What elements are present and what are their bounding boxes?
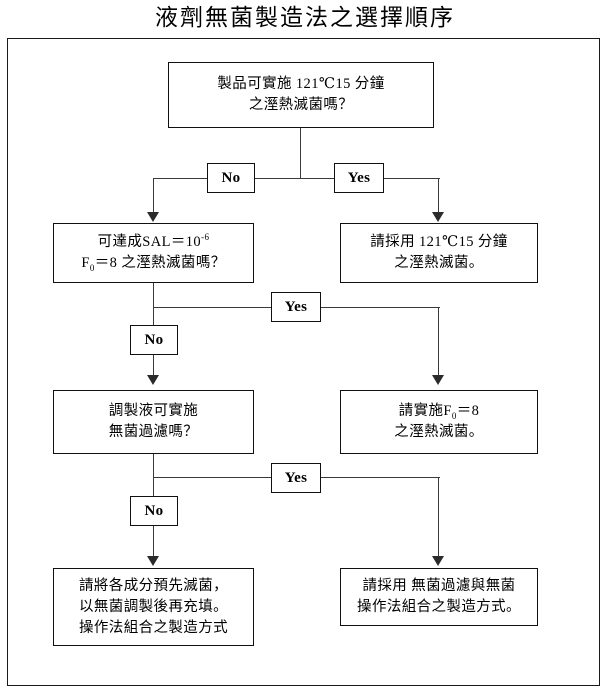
connector-yes2-drop xyxy=(438,307,439,377)
node-answer-2-subscript: 0 xyxy=(451,410,457,421)
node-answer-3-line-1: 請將各成分預先滅菌， xyxy=(79,577,228,594)
node-question-1-line-1: 製品可實施 121℃15 分鐘 xyxy=(217,76,385,92)
node-question-1-line-2: 之溼熱滅菌嗎？ xyxy=(248,97,354,113)
node-question-3-line-1: 調製液可實施 xyxy=(108,403,199,419)
page-title: 液劑無菌製造法之選擇順序 xyxy=(155,5,455,30)
node-answer-2[interactable]: 請實施F0＝8 之溼熱滅菌。 xyxy=(340,390,538,454)
connector-q1-stem xyxy=(300,128,301,178)
arrowhead-yes2 xyxy=(432,375,444,385)
edge-label-no-1[interactable]: No xyxy=(207,163,255,193)
edge-label-yes-1-text: Yes xyxy=(347,169,371,186)
arrowhead-no3 xyxy=(147,556,159,566)
edge-label-no-2[interactable]: No xyxy=(130,325,178,355)
edge-label-no-3[interactable]: No xyxy=(130,496,178,526)
connector-yes3-drop xyxy=(438,477,439,558)
node-question-2-line-1-text: 可達成SAL＝10 xyxy=(97,234,202,250)
arrowhead-yes3 xyxy=(432,556,444,566)
node-question-2-exponent: -6 xyxy=(201,232,210,243)
node-question-2-line-2: F0＝8 之溼熱滅菌嗎？ xyxy=(81,253,225,274)
connector-no2-upper xyxy=(153,307,154,325)
node-answer-3[interactable]: 請將各成分預先滅菌， 以無菌調製後再充填。 操作法組合之製造方式 xyxy=(53,568,254,646)
node-answer-3-line-2: 以無菌調製後再充填。 xyxy=(79,598,228,615)
node-answer-1[interactable]: 請採用 121℃15 分鐘 之溼熱滅菌。 xyxy=(340,223,538,283)
node-answer-2-line-1: 請實施F0＝8 xyxy=(399,401,480,422)
connector-yes1-drop xyxy=(438,178,439,215)
node-question-2-line-1: 可達成SAL＝10-6 xyxy=(98,232,210,253)
node-question-3[interactable]: 調製液可實施 無菌過濾嗎？ xyxy=(53,390,254,454)
diagram-frame xyxy=(7,38,600,686)
arrowhead-no2 xyxy=(147,375,159,385)
node-answer-4-line-1: 請採用 無菌過濾與無菌 xyxy=(362,578,516,594)
node-question-2-subscript: 0 xyxy=(89,262,95,273)
edge-label-no-3-text: No xyxy=(144,502,164,519)
node-answer-1-line-1: 請採用 121℃15 分鐘 xyxy=(370,234,508,250)
edge-label-yes-2[interactable]: Yes xyxy=(271,292,321,322)
edge-label-no-1-text: No xyxy=(221,169,241,186)
arrowhead-yes1 xyxy=(432,212,444,222)
arrowhead-no1 xyxy=(147,212,159,222)
connector-no3-lower xyxy=(153,526,154,558)
node-question-2-line-2-pre: F xyxy=(81,255,90,271)
node-answer-2-line-1-pre: 請實施F xyxy=(398,403,452,419)
edge-label-yes-3[interactable]: Yes xyxy=(271,463,321,493)
connector-no1-drop xyxy=(153,178,154,215)
edge-label-no-2-text: No xyxy=(144,331,164,348)
node-question-3-line-2: 無菌過濾嗎？ xyxy=(108,424,199,440)
node-answer-4[interactable]: 請採用 無菌過濾與無菌 操作法組合之製造方式。 xyxy=(340,568,538,626)
edge-label-yes-3-text: Yes xyxy=(284,469,308,486)
node-answer-1-line-2: 之溼熱滅菌。 xyxy=(394,255,484,271)
node-answer-2-line-2: 之溼熱滅菌。 xyxy=(394,424,484,440)
node-question-2[interactable]: 可達成SAL＝10-6 F0＝8 之溼熱滅菌嗎？ xyxy=(53,223,254,283)
connector-q3-stem xyxy=(153,454,154,478)
edge-label-yes-2-text: Yes xyxy=(284,298,308,315)
node-question-2-line-2-post: ＝8 之溼熱滅菌嗎？ xyxy=(94,255,226,271)
connector-no2-lower xyxy=(153,355,154,377)
connector-no3-upper xyxy=(153,477,154,496)
node-question-1[interactable]: 製品可實施 121℃15 分鐘 之溼熱滅菌嗎？ xyxy=(168,62,434,128)
node-answer-3-line-3: 操作法組合之製造方式 xyxy=(79,619,228,636)
edge-label-yes-1[interactable]: Yes xyxy=(334,163,384,193)
node-answer-4-line-2: 操作法組合之製造方式。 xyxy=(357,599,521,615)
node-answer-2-line-1-post: ＝8 xyxy=(456,403,480,419)
connector-q2-stem xyxy=(153,283,154,308)
